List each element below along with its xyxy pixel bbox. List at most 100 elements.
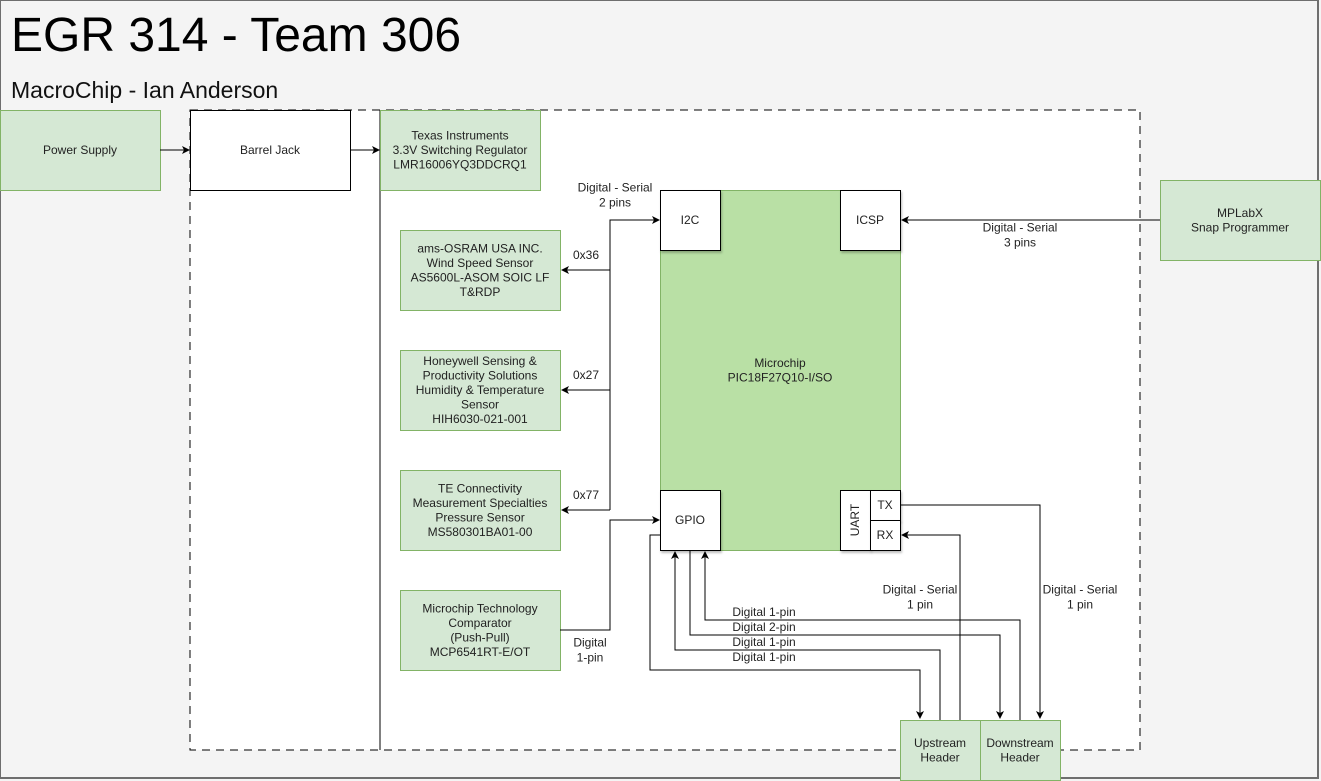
gpio-port-label-line: GPIO bbox=[675, 513, 705, 527]
power-supply-node-box bbox=[0, 110, 161, 191]
gpio-4-label-line: Digital 1-pin bbox=[732, 650, 795, 664]
humidity-sensor-node-label-line: Honeywell Sensing & bbox=[423, 354, 536, 368]
icsp-port-label-line: ICSP bbox=[856, 213, 884, 227]
gpio-port[interactable]: GPIO bbox=[660, 490, 721, 551]
icsp-link-label-line: 3 pins bbox=[1004, 236, 1036, 250]
uart-port-label: UART bbox=[848, 503, 862, 536]
wind-address-label-line: 0x36 bbox=[573, 248, 599, 262]
gpio-3-label: Digital 1-pin bbox=[732, 635, 795, 649]
regulator-node-box bbox=[380, 110, 541, 191]
edge-comparator-to-gpio bbox=[560, 516, 660, 631]
icsp-link-label-line: Digital - Serial bbox=[983, 221, 1058, 235]
edge-gpio-1 bbox=[701, 551, 1021, 720]
tx-link-label-line: Digital - Serial bbox=[1043, 583, 1118, 597]
wind-sensor-node-box bbox=[400, 230, 561, 311]
humidity-address-label: 0x27 bbox=[573, 368, 599, 382]
gpio-4-label: Digital 1-pin bbox=[732, 650, 795, 664]
i2c-bus-label-line: 2 pins bbox=[599, 196, 631, 210]
page-subtitle: MacroChip - Ian Anderson bbox=[11, 77, 279, 103]
edge-upstream-to-rx bbox=[901, 531, 961, 720]
humidity-sensor-node-label-line: Productivity Solutions bbox=[423, 369, 538, 383]
uart-port-label-line: UART bbox=[848, 503, 862, 536]
tx-pin-label: TX bbox=[877, 498, 892, 512]
rx-link-label-line: 1 pin bbox=[907, 598, 933, 612]
humidity-sensor-node-label-line: Humidity & Temperature bbox=[416, 383, 545, 397]
pressure-sensor-node-label-line: Measurement Specialties bbox=[413, 496, 548, 510]
i2c-port-label: I2C bbox=[681, 213, 700, 227]
wind-sensor-node-label-line: Wind Speed Sensor bbox=[427, 256, 534, 270]
uart-port-box bbox=[840, 490, 871, 551]
gpio-2-label-line: Digital 2-pin bbox=[732, 620, 795, 634]
power-supply-node[interactable]: Power Supply bbox=[0, 110, 161, 191]
regulator-node-label-line: LMR16006YQ3DDCRQ1 bbox=[393, 158, 527, 172]
edge-tx-to-downstream bbox=[900, 504, 1044, 719]
i2c-port-box bbox=[660, 190, 721, 251]
tx-pin-box bbox=[870, 490, 901, 521]
pressure-address-label-line: 0x77 bbox=[573, 488, 599, 502]
comparator-node-label-line: Comparator bbox=[448, 616, 511, 630]
edge-i2c-bus bbox=[609, 216, 660, 510]
tx-link-label-line: 1 pin bbox=[1067, 598, 1093, 612]
barrel-jack-node-label-line: Barrel Jack bbox=[240, 143, 301, 157]
icsp-port[interactable]: ICSP bbox=[840, 190, 901, 251]
downstream-header-node-label-line: Header bbox=[1000, 750, 1039, 764]
pressure-sensor-node-label-line: Pressure Sensor bbox=[435, 510, 524, 524]
humidity-address-label-line: 0x27 bbox=[573, 368, 599, 382]
humidity-sensor-node-box bbox=[400, 350, 561, 431]
wind-sensor-node-label-line: AS5600L-ASOM SOIC LF bbox=[411, 270, 550, 284]
programmer-node-box bbox=[1160, 180, 1321, 261]
pressure-address-label: 0x77 bbox=[573, 488, 599, 502]
downstream-header-node-label-line: Downstream bbox=[986, 736, 1053, 750]
microcontroller-node-label-line: PIC18F27Q10-I/SO bbox=[728, 370, 833, 384]
power-supply-node-label-line: Power Supply bbox=[43, 143, 117, 157]
barrel-jack-node[interactable]: Barrel Jack bbox=[190, 110, 351, 191]
downstream-header-node-box bbox=[980, 720, 1061, 781]
programmer-node-label-line: MPLabX bbox=[1217, 206, 1263, 220]
humidity-sensor-node[interactable]: Honeywell Sensing &Productivity Solution… bbox=[400, 350, 561, 431]
rx-pin[interactable]: RX bbox=[870, 520, 901, 551]
edge-gpio-4 bbox=[649, 534, 924, 719]
regulator-node-label-line: 3.3V Switching Regulator bbox=[393, 143, 528, 157]
pressure-sensor-node-box bbox=[400, 470, 561, 551]
i2c-port-label-line: I2C bbox=[681, 213, 700, 227]
barrel-jack-node-label: Barrel Jack bbox=[240, 143, 301, 157]
programmer-node-label-line: Snap Programmer bbox=[1191, 220, 1289, 234]
rx-link-label-line: Digital - Serial bbox=[883, 583, 958, 597]
rx-pin-box bbox=[870, 520, 901, 551]
wind-sensor-node-label-line: ams-OSRAM USA INC. bbox=[417, 241, 542, 255]
uart-port[interactable]: UART bbox=[840, 490, 871, 551]
icsp-port-box bbox=[840, 190, 901, 251]
gpio-port-box bbox=[660, 490, 721, 551]
edge-gpio-3 bbox=[671, 551, 941, 720]
humidity-sensor-node-label: Honeywell Sensing &Productivity Solution… bbox=[416, 354, 545, 426]
upstream-header-node-label-line: Upstream bbox=[914, 736, 966, 750]
gpio-3-label-line: Digital 1-pin bbox=[732, 635, 795, 649]
tx-pin[interactable]: TX bbox=[870, 490, 901, 521]
humidity-sensor-node-label-line: Sensor bbox=[461, 398, 499, 412]
wind-sensor-node-label-line: T&RDP bbox=[460, 285, 501, 299]
comparator-node-label-line: (Push-Pull) bbox=[450, 630, 509, 644]
i2c-port[interactable]: I2C bbox=[660, 190, 721, 251]
gpio-1-label: Digital 1-pin bbox=[732, 605, 795, 619]
gpio-1-label-line: Digital 1-pin bbox=[732, 605, 795, 619]
wind-address-label: 0x36 bbox=[573, 248, 599, 262]
barrel-jack-node-box bbox=[190, 110, 351, 191]
